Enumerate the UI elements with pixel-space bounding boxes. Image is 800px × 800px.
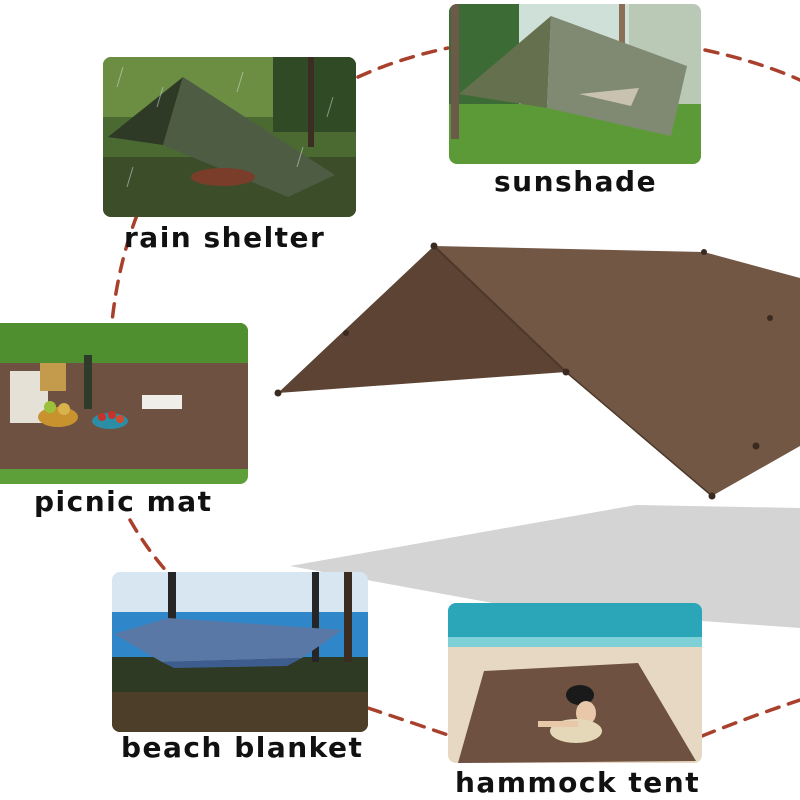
sunshade-photo [449,4,701,164]
connector-rain-to-sunshade [356,46,450,79]
picnic-mat-photo [0,323,248,484]
connector-hammock-edge [700,698,800,738]
beach-blanket-label: beach blanket [121,731,364,764]
connector-sunshade-edge [703,48,800,82]
connector-rain-to-picnic [110,213,139,324]
sunshade-label: sunshade [494,165,658,198]
hammock-tent-photo [448,603,702,763]
connector-beach-to-hammock [366,706,450,737]
connector-picnic-to-beach [128,518,170,575]
picnic-mat-label: picnic mat [34,485,213,518]
rain-shelter-label: rain shelter [124,221,326,254]
beach-blanket-photo [112,572,368,732]
rain-shelter-photo [103,57,356,217]
hammock-tent-label: hammock tent [455,766,701,799]
